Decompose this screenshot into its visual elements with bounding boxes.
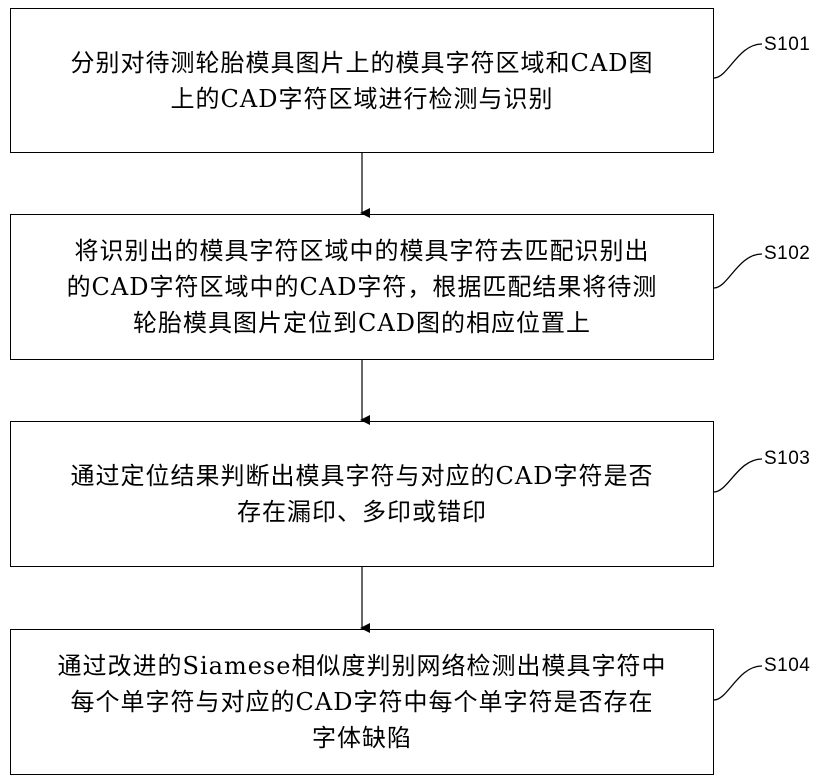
step-text-s104: 通过改进的Siamese相似度判别网络检测出模具字符中 每个单字符与对应的CAD… (50, 648, 675, 756)
step-box-s104: 通过改进的Siamese相似度判别网络检测出模具字符中 每个单字符与对应的CAD… (10, 629, 714, 775)
step-text-s103: 通过定位结果判断出模具字符与对应的CAD字符是否 存在漏印、多印或错印 (63, 458, 662, 530)
step-box-s102: 将识别出的模具字符区域中的模具字符去匹配识别出 的CAD字符区域中的CAD字符，… (10, 214, 714, 360)
leader-s104 (714, 666, 762, 700)
step-label-s104: S104 (764, 655, 810, 677)
step-label-s101: S101 (764, 34, 810, 56)
step-text-s101: 分别对待测轮胎模具图片上的模具字符区域和CAD图 上的CAD字符区域进行检测与识… (63, 45, 662, 117)
leader-s103 (714, 459, 762, 492)
step-box-s103: 通过定位结果判断出模具字符与对应的CAD字符是否 存在漏印、多印或错印 (10, 421, 714, 567)
step-label-s103: S103 (764, 448, 810, 470)
step-box-s101: 分别对待测轮胎模具图片上的模具字符区域和CAD图 上的CAD字符区域进行检测与识… (10, 8, 714, 153)
leader-s101 (714, 44, 762, 78)
step-label-s102: S102 (764, 243, 810, 265)
leader-s102 (714, 254, 762, 288)
step-text-s102: 将识别出的模具字符区域中的模具字符去匹配识别出 的CAD字符区域中的CAD字符，… (59, 233, 666, 341)
